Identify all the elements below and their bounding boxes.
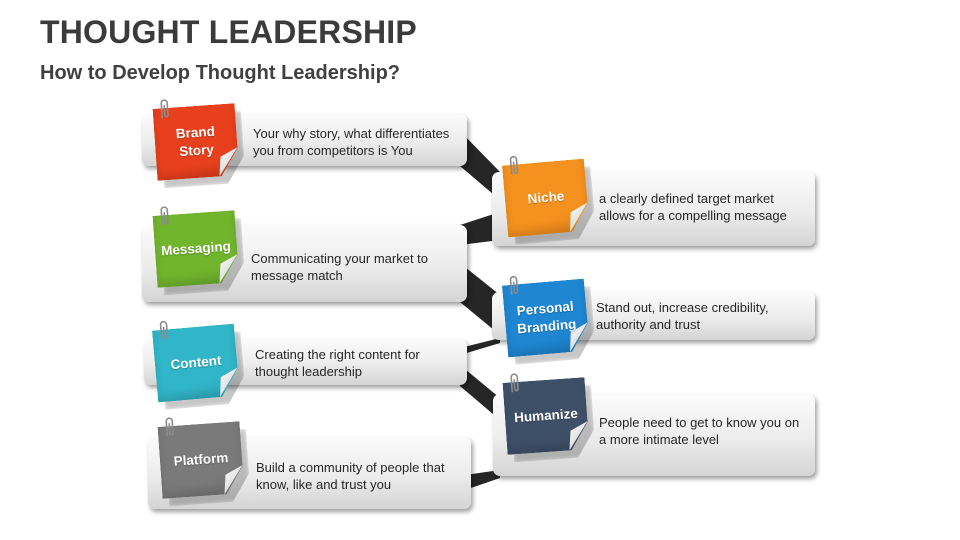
- paperclip-icon: [509, 275, 519, 295]
- paperclip-icon: [165, 417, 174, 437]
- step-note-platform: Platform: [158, 417, 245, 499]
- step-note-humanize: Humanize: [503, 373, 590, 455]
- step-description: Creating the right content for thought l…: [255, 347, 420, 379]
- step-description: Communicating your market to message mat…: [251, 251, 429, 283]
- paperclip-icon: [160, 206, 169, 226]
- paperclip-icon: [510, 373, 519, 393]
- step-description: Your why story, what differentiates you …: [253, 126, 450, 158]
- paperclip-icon: [159, 320, 169, 340]
- connector-personal-content: [460, 338, 500, 355]
- step-note-personal-branding: Personal Branding: [502, 275, 590, 358]
- step-description: Stand out, increase credibility, authori…: [596, 300, 769, 332]
- paperclip-icon: [160, 99, 169, 119]
- step-description: Build a community of people that know, l…: [256, 460, 445, 492]
- connector-content-humanize: [460, 365, 500, 420]
- step-note-brand-story: Brand Story: [153, 99, 240, 181]
- connector-messaging-personal: [460, 263, 500, 335]
- step-note-messaging: Messaging: [153, 206, 240, 288]
- connector-brand-niche: [460, 131, 500, 200]
- step-description: a clearly defined target market allows f…: [599, 191, 787, 223]
- paperclip-icon: [509, 155, 519, 175]
- connector-niche-messaging: [460, 212, 500, 245]
- page-title: THOUGHT LEADERSHIP: [40, 14, 417, 50]
- step-description: People need to get to know you on a more…: [599, 415, 800, 447]
- connector-humanize-platform: [465, 470, 500, 490]
- step-note-content: Content: [152, 320, 240, 403]
- step-note-niche: Niche: [502, 155, 590, 238]
- page-subtitle: How to Develop Thought Leadership?: [40, 62, 400, 84]
